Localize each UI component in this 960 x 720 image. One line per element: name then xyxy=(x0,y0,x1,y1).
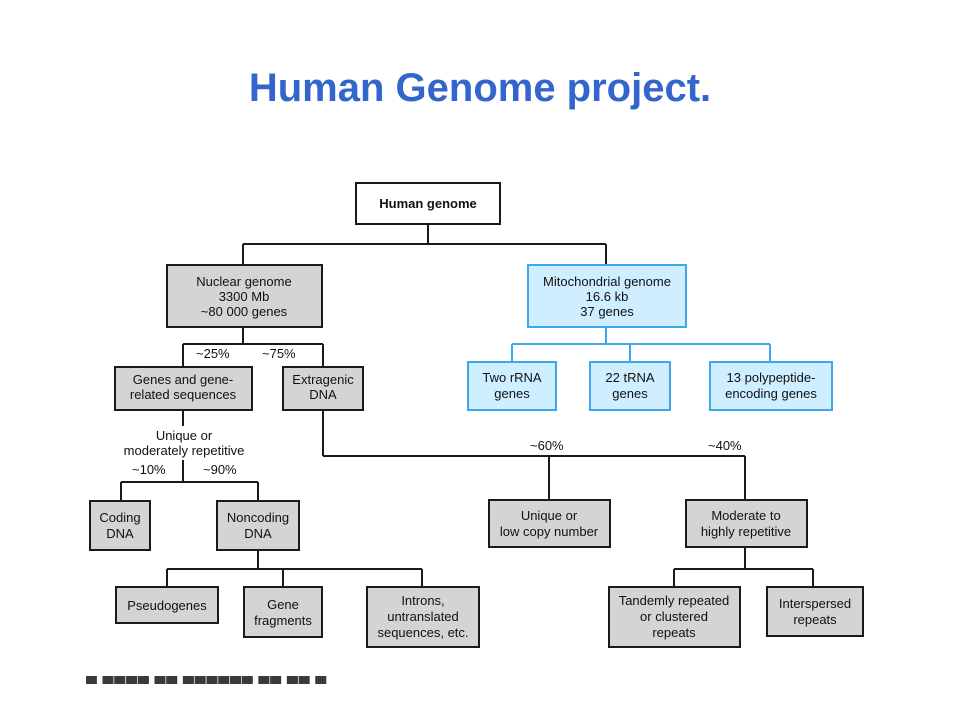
pct-60-label: ~60% xyxy=(530,438,564,453)
unique-moderate-label: Unique or xyxy=(156,428,213,443)
svg-text:repeats: repeats xyxy=(793,612,837,627)
svg-text:Noncoding: Noncoding xyxy=(227,510,289,525)
pct-25-label: ~25% xyxy=(196,346,230,361)
svg-text:Introns,: Introns, xyxy=(401,593,444,608)
svg-text:DNA: DNA xyxy=(244,526,272,541)
svg-text:13 polypeptide-: 13 polypeptide- xyxy=(727,370,816,385)
svg-text:Interspersed: Interspersed xyxy=(779,596,851,611)
node-human-genome: Human genome xyxy=(355,182,501,225)
svg-text:16.6 kb: 16.6 kb xyxy=(586,289,629,304)
svg-text:Coding: Coding xyxy=(99,510,140,525)
pct-40-label: ~40% xyxy=(708,438,742,453)
svg-text:encoding genes: encoding genes xyxy=(725,386,817,401)
node-noncoding-dna: Noncoding DNA xyxy=(216,500,300,551)
svg-text:Tandemly repeated: Tandemly repeated xyxy=(619,593,730,608)
svg-text:DNA: DNA xyxy=(106,526,134,541)
cropped-caption-fragment: ▆ ▆▆▆▆ ▆▆ ▆▆▆▆▆▆ ▆▆ ▆▆ ▆ xyxy=(86,676,506,684)
node-pseudogenes: Pseudogenes xyxy=(115,586,219,624)
node-13-polypeptide: 13 polypeptide- encoding genes xyxy=(709,361,833,411)
pct-90-label: ~90% xyxy=(203,462,237,477)
svg-text:related sequences: related sequences xyxy=(130,387,237,402)
node-extragenic-dna: Extragenic DNA xyxy=(282,366,364,411)
svg-text:Moderate to: Moderate to xyxy=(711,508,780,523)
pct-75-label: ~75% xyxy=(262,346,296,361)
node-22-trna: 22 tRNA genes xyxy=(589,361,671,411)
node-genes-related: Genes and gene- related sequences xyxy=(114,366,253,411)
pct-10-label: ~10% xyxy=(132,462,166,477)
connectors xyxy=(120,224,814,587)
svg-text:untranslated: untranslated xyxy=(387,609,459,624)
svg-text:Genes and gene-: Genes and gene- xyxy=(133,372,233,387)
svg-text:genes: genes xyxy=(612,386,648,401)
node-gene-fragments: Gene fragments xyxy=(243,586,323,638)
svg-text:or clustered: or clustered xyxy=(640,609,708,624)
node-mitochondrial-genome: Mitochondrial genome 16.6 kb 37 genes xyxy=(527,264,687,328)
svg-text:3300 Mb: 3300 Mb xyxy=(219,289,270,304)
svg-text:22 tRNA: 22 tRNA xyxy=(605,370,654,385)
node-coding-dna: Coding DNA xyxy=(89,500,151,551)
node-introns: Introns, untranslated sequences, etc. xyxy=(366,586,480,648)
node-moderate-highly-repetitive: Moderate to highly repetitive xyxy=(685,499,808,548)
node-two-rrna: Two rRNA genes xyxy=(467,361,557,411)
svg-text:sequences, etc.: sequences, etc. xyxy=(377,625,468,640)
svg-text:Gene: Gene xyxy=(267,597,299,612)
svg-text:Unique or: Unique or xyxy=(521,508,578,523)
svg-text:DNA: DNA xyxy=(309,387,337,402)
svg-text:low copy number: low copy number xyxy=(500,524,599,539)
svg-text:genes: genes xyxy=(494,386,530,401)
cropped-caption-glyphs: ▆ ▆▆▆▆ ▆▆ ▆▆▆▆▆▆ ▆▆ ▆▆ ▆ xyxy=(86,676,328,684)
svg-text:37 genes: 37 genes xyxy=(580,304,634,319)
node-unique-low-copy: Unique or low copy number xyxy=(488,499,611,548)
svg-text:highly repetitive: highly repetitive xyxy=(701,524,791,539)
svg-text:Mitochondrial genome: Mitochondrial genome xyxy=(543,274,671,289)
svg-text:repeats: repeats xyxy=(652,625,696,640)
slide-title: Human Genome project. xyxy=(248,66,712,110)
svg-text:fragments: fragments xyxy=(254,613,312,628)
svg-text:Nuclear genome: Nuclear genome xyxy=(196,274,291,289)
node-nuclear-genome: Nuclear genome 3300 Mb ~80 000 genes xyxy=(166,264,323,328)
svg-text:Two rRNA: Two rRNA xyxy=(482,370,542,385)
node-interspersed-repeats: Interspersed repeats xyxy=(766,586,864,637)
node-tandemly-repeated: Tandemly repeated or clustered repeats xyxy=(608,586,741,648)
svg-text:Extragenic: Extragenic xyxy=(292,372,354,387)
svg-text:~80 000 genes: ~80 000 genes xyxy=(201,304,288,319)
unique-moderate-label-2: moderately repetitive xyxy=(124,443,245,458)
svg-text:Human genome: Human genome xyxy=(379,196,477,211)
svg-text:Pseudogenes: Pseudogenes xyxy=(127,598,207,613)
